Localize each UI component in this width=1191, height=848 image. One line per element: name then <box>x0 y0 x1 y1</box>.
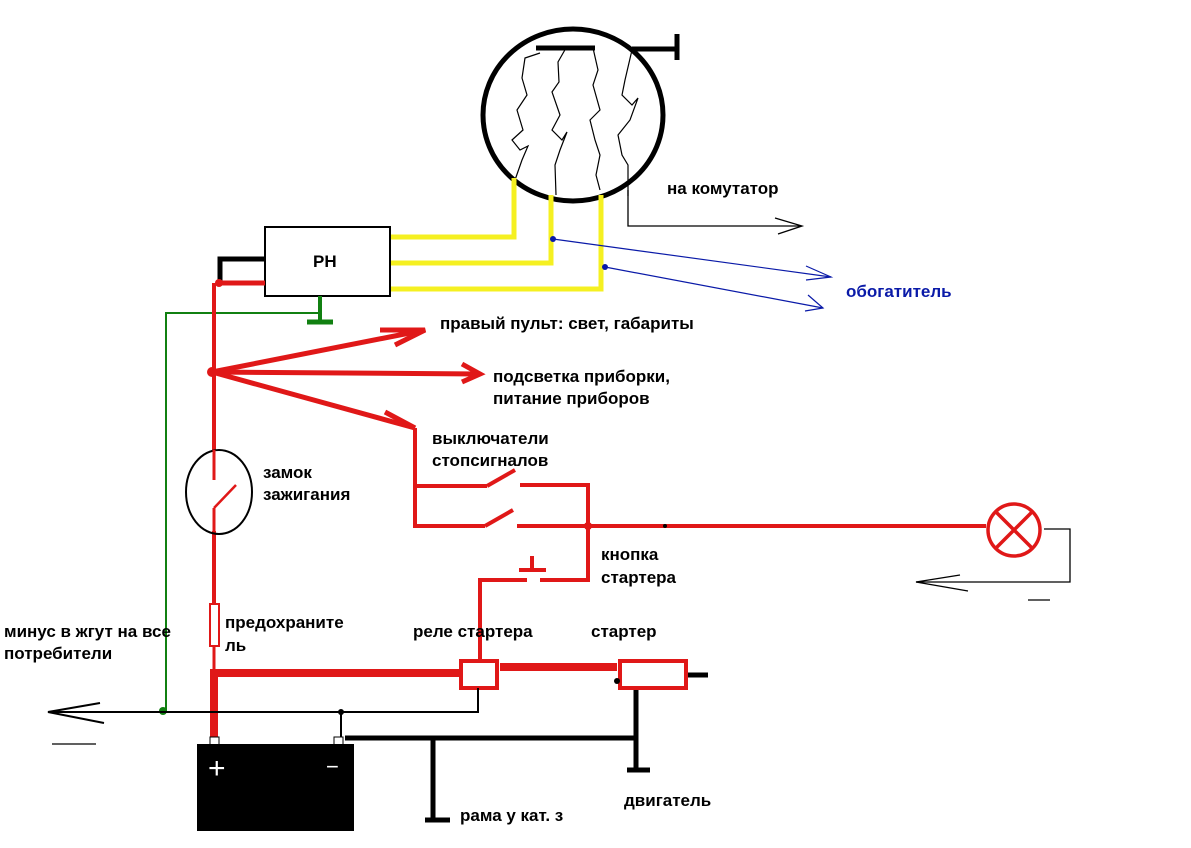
label-brake-switches-1: выключатели <box>432 429 549 448</box>
label-fuse-1: предохраните <box>225 613 344 632</box>
label-engine: двигатель <box>624 791 711 810</box>
label-starter: стартер <box>591 622 657 641</box>
label-dash-light-1: подсветка приборки, <box>493 367 670 386</box>
label-enricher: обогатитель <box>846 282 952 301</box>
regulator-box <box>264 226 391 297</box>
wire-splice <box>663 524 667 528</box>
label-ignition-1: замок <box>263 463 312 482</box>
lamp-ground <box>915 528 1071 601</box>
label-frame: рама у кат. з <box>460 806 563 825</box>
label-starter-relay: реле стартера <box>413 622 533 641</box>
fuse <box>209 603 220 647</box>
enricher-junction-1 <box>550 236 556 242</box>
generator-coils <box>511 47 639 196</box>
battery-minus-sign: − <box>326 754 339 779</box>
ground-junction-battery <box>338 709 344 715</box>
label-dash-light-2: питание приборов <box>493 389 650 408</box>
distribution-node <box>207 367 217 377</box>
commutator-lead <box>627 190 805 235</box>
label-minus-harness-2: потребители <box>4 644 112 663</box>
generator-housing <box>480 26 666 204</box>
label-brake-switches-2: стопсигналов <box>432 451 548 470</box>
label-commutator: на комутатор <box>667 179 779 198</box>
regulator-ground <box>165 296 333 712</box>
battery-terminal-minus <box>333 736 344 746</box>
enricher-junction-2 <box>602 264 608 270</box>
label-ignition-2: зажигания <box>263 485 350 504</box>
battery: + − <box>197 736 354 831</box>
regulator-label: РН <box>313 252 337 271</box>
generator <box>480 26 680 204</box>
ground-network <box>47 688 650 823</box>
voltage-regulator: РН <box>264 226 391 297</box>
battery-plus-sign: + <box>208 752 226 785</box>
battery-power-cable <box>210 663 617 740</box>
starter-button <box>478 556 546 660</box>
regulator-black-lead <box>217 256 265 282</box>
starter-motor <box>618 659 688 690</box>
regulator-junction <box>215 279 223 287</box>
label-starter-button-1: кнопка <box>601 545 659 564</box>
label-fuse-2: ль <box>225 636 246 655</box>
label-right-panel: правый пульт: свет, габариты <box>440 314 694 333</box>
distribution-arrows <box>211 327 486 431</box>
ignition-lock <box>185 449 253 535</box>
brake-switches <box>413 428 986 582</box>
generator-output-wires <box>390 178 604 292</box>
brake-lamp <box>986 502 1042 558</box>
brake-junction <box>584 522 592 530</box>
battery-terminal-plus <box>209 736 220 746</box>
starter-relay <box>459 659 499 690</box>
label-minus-harness-1: минус в жгут на все <box>4 622 171 641</box>
label-starter-button-2: стартера <box>601 568 677 587</box>
enricher-wires <box>552 238 834 312</box>
starter-contact <box>614 678 620 684</box>
battery-body <box>197 744 354 831</box>
